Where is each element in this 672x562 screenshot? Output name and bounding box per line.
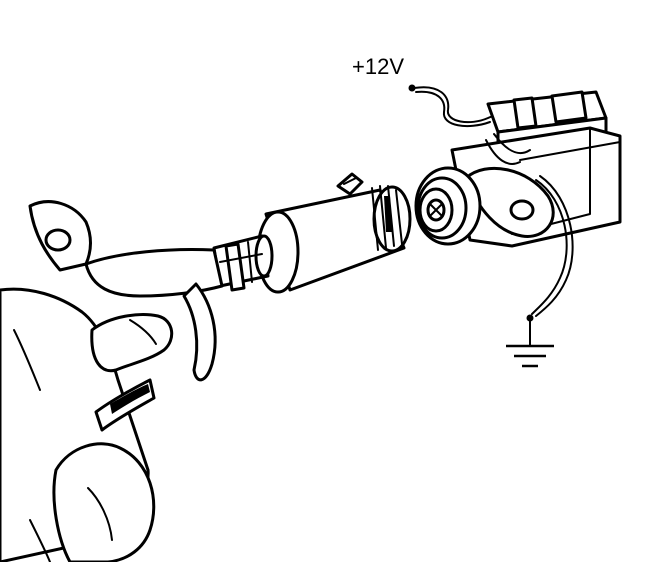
hanger-hole: [44, 228, 72, 252]
solenoid-housing: [450, 90, 622, 248]
ground-terminal-dot: [526, 314, 534, 322]
voltage-label: +12V: [352, 54, 404, 79]
air-gun-nozzle: [212, 234, 274, 292]
positive-terminal-dot: [408, 84, 416, 92]
plunger: [256, 172, 412, 294]
solenoid-bore: [414, 166, 482, 246]
plunger-spring: [371, 185, 403, 251]
ground-lead-wire: [526, 175, 574, 322]
ground-symbol: [506, 320, 554, 368]
flange-bolt-hole: [509, 199, 535, 221]
air-gun: [28, 200, 224, 382]
hand: [0, 287, 174, 562]
air-gun-trigger: [182, 282, 217, 382]
